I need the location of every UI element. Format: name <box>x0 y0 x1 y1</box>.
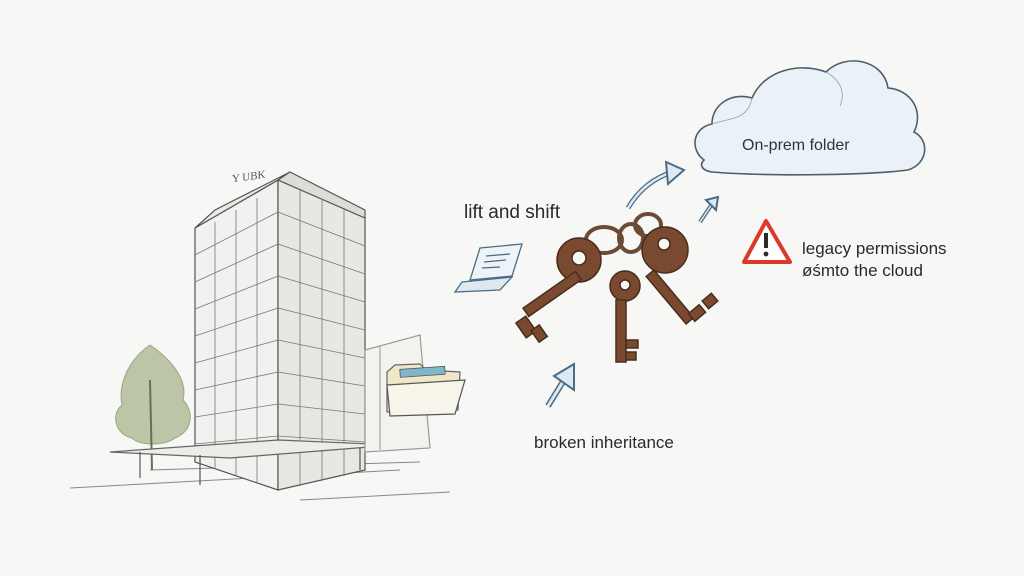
legacy-permissions-line1: legacy permissions <box>802 239 947 258</box>
legacy-permissions-label: legacy permissions øśmto the cloud <box>802 238 947 282</box>
lift-and-shift-label: lift and shift <box>464 202 561 223</box>
on-prem-folder-label: On-prem folder <box>742 137 850 154</box>
building-sign: Y UBK <box>232 169 266 186</box>
folder-icon <box>386 363 466 417</box>
warning-icon <box>742 219 792 264</box>
legacy-permissions-line2: øśmto the cloud <box>802 261 923 280</box>
broken-inheritance-label: broken inheritance <box>534 433 674 452</box>
laptop-icon <box>453 243 523 293</box>
cloud-icon <box>694 60 926 176</box>
keyring-icon <box>514 212 719 363</box>
tree-icon <box>115 344 191 471</box>
arrow-icon <box>545 160 720 408</box>
